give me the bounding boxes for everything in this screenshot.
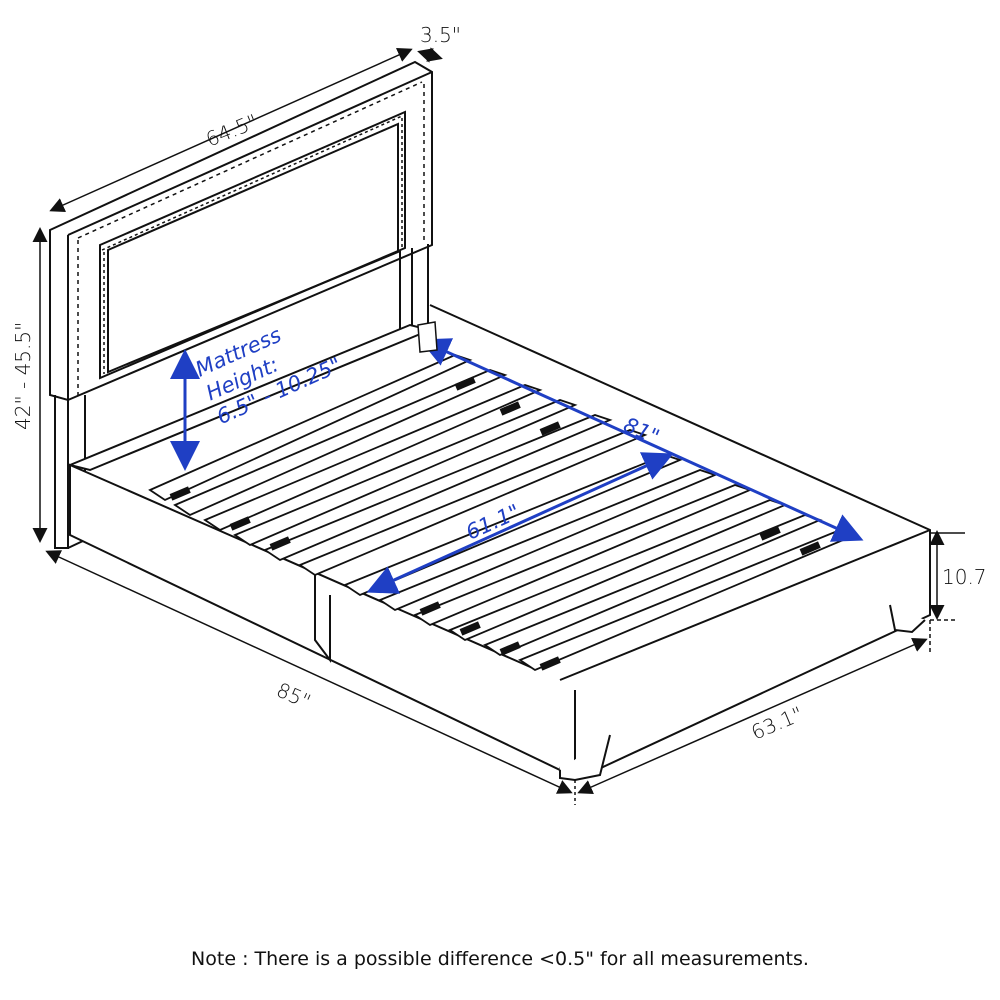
measurement-note: Note : There is a possible difference <0… (191, 948, 809, 970)
overall-width-label: 63.1" (748, 702, 807, 745)
headboard-height-label: 42" - 45.5" (11, 322, 35, 430)
headboard-bracket (417, 321, 438, 353)
overall-length-label: 85" (273, 678, 314, 714)
frame-height-label: 10.7 (942, 565, 987, 589)
dimension-lines (32, 47, 965, 805)
blue-dimension-lines (170, 338, 864, 594)
headboard-depth-label: 3.5" (420, 23, 461, 47)
